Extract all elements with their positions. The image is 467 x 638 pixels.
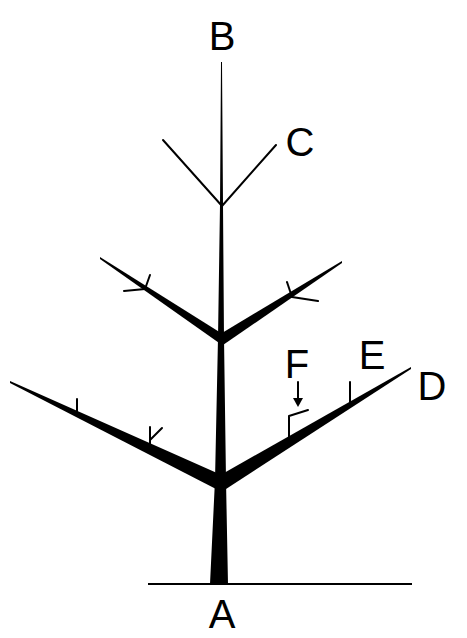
part-label: E (359, 335, 386, 375)
part-label: A (209, 594, 236, 634)
part-label: B (209, 16, 236, 56)
twig (287, 282, 292, 297)
branch (222, 145, 276, 206)
branch (224, 367, 411, 489)
part-label: F (285, 344, 309, 384)
twig (145, 275, 150, 289)
twig (150, 428, 162, 440)
branch (222, 261, 342, 345)
twig (124, 289, 145, 291)
branch (163, 140, 222, 206)
ground-line (148, 583, 412, 585)
twig (289, 410, 308, 440)
part-label: D (418, 366, 447, 406)
pointer-arrow (297, 382, 299, 400)
tree-branches (10, 62, 411, 584)
tree-twigs (77, 140, 350, 453)
twig (76, 399, 78, 416)
branch (10, 381, 217, 489)
twig (292, 297, 318, 301)
pointer-arrowhead (293, 398, 303, 407)
part-label: C (286, 122, 315, 162)
twig (349, 382, 351, 404)
trunk (210, 62, 228, 584)
branch (100, 257, 222, 345)
